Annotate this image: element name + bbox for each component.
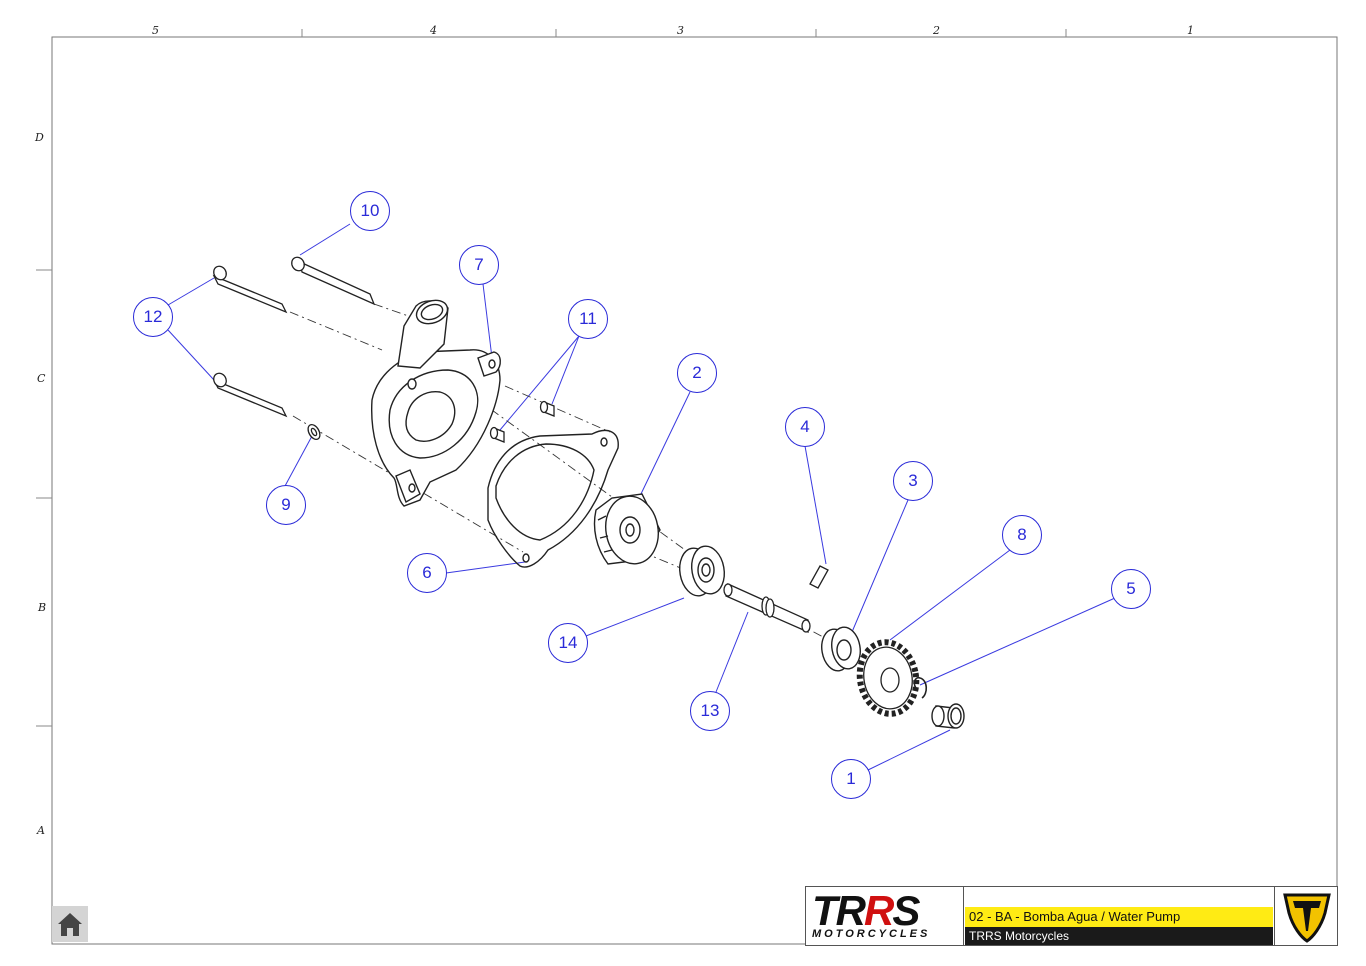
part-9-washer xyxy=(307,423,321,441)
column-label-2: 2 xyxy=(933,24,940,37)
callout-9[interactable]: 9 xyxy=(266,485,306,525)
part-5-circlip xyxy=(913,676,928,699)
drawing-title: 02 - BA - Bomba Agua / Water Pump xyxy=(965,907,1273,927)
callout-11[interactable]: 11 xyxy=(568,299,608,339)
callout-7[interactable]: 7 xyxy=(459,245,499,285)
column-label-5: 5 xyxy=(152,24,159,37)
callout-12[interactable]: 12 xyxy=(133,297,173,337)
logo-main-text: TRRS xyxy=(812,887,920,934)
part-3-bearing xyxy=(821,626,861,672)
company-name: TRRS Motorcycles xyxy=(965,927,1273,945)
row-label-c: C xyxy=(37,372,46,385)
part-14-bearing xyxy=(679,545,725,597)
part-12-bolts xyxy=(212,265,288,418)
row-ticks xyxy=(36,269,52,727)
emblem-container xyxy=(1274,887,1338,945)
part-11-dowels xyxy=(489,400,555,443)
callout-10[interactable]: 10 xyxy=(350,191,390,231)
callout-14[interactable]: 14 xyxy=(548,623,588,663)
column-label-3: 3 xyxy=(677,24,684,37)
drawing-border xyxy=(51,36,1338,945)
trrs-logo: TRRS MOTORCYCLES xyxy=(806,887,964,945)
home-icon xyxy=(58,913,82,936)
callout-5[interactable]: 5 xyxy=(1111,569,1151,609)
part-1-sleeve xyxy=(931,703,965,729)
title-block: TRRS MOTORCYCLES 02 - BA - Bomba Agua / … xyxy=(805,886,1338,946)
logo-sub-text: MOTORCYCLES xyxy=(812,928,931,940)
part-6-gasket xyxy=(487,429,619,568)
trrs-shield-emblem-icon xyxy=(1283,893,1331,943)
callout-8[interactable]: 8 xyxy=(1002,515,1042,555)
callout-13[interactable]: 13 xyxy=(690,691,730,731)
callout-1[interactable]: 1 xyxy=(831,759,871,799)
center-lines xyxy=(289,303,841,647)
part-7-pump-cover xyxy=(370,299,501,507)
part-8-gear xyxy=(856,639,920,717)
part-10-bolt xyxy=(291,256,376,306)
part-13-shaft xyxy=(723,583,811,633)
row-label-b: B xyxy=(38,601,47,614)
callout-4[interactable]: 4 xyxy=(785,407,825,447)
callout-3[interactable]: 3 xyxy=(893,461,933,501)
callout-2[interactable]: 2 xyxy=(677,353,717,393)
leader-lines xyxy=(167,223,1116,771)
home-button[interactable] xyxy=(52,906,88,942)
part-2-impeller xyxy=(593,493,661,565)
row-label-a: A xyxy=(37,824,45,837)
column-label-4: 4 xyxy=(430,24,437,37)
column-label-1: 1 xyxy=(1187,24,1194,37)
part-4-pin xyxy=(809,565,829,589)
column-ticks xyxy=(301,29,1067,37)
callout-6[interactable]: 6 xyxy=(407,553,447,593)
row-label-d: D xyxy=(35,131,44,144)
